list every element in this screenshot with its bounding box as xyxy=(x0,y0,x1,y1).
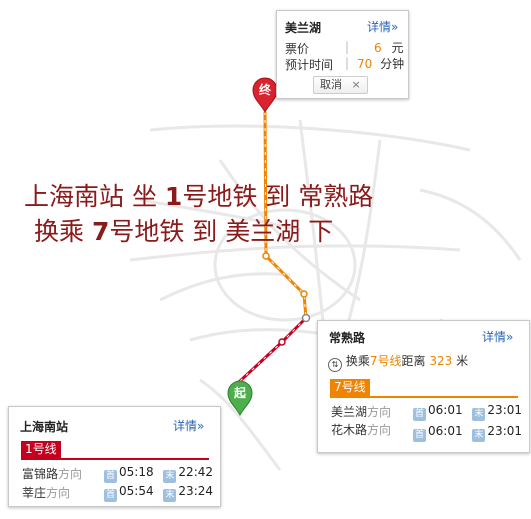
transfer-info-row: ⇅ 换乘7号线距离 323 米 xyxy=(328,352,468,372)
time-row: 预计时间 xyxy=(285,56,333,73)
cancel-button[interactable]: 取消 × xyxy=(313,76,368,94)
transfer-detail-link[interactable]: 详情» xyxy=(482,330,514,344)
first-train-time: 06:01 xyxy=(428,403,463,417)
station-dot[interactable] xyxy=(262,252,270,260)
destination-popup: 美兰湖 详情» 票价 | 6 元 预计时间 | 70 分钟 取消 × xyxy=(276,10,409,99)
map-pin-red-icon xyxy=(252,77,278,114)
time-label: 预计时间 xyxy=(285,58,334,72)
route-line-1 xyxy=(237,316,308,384)
start-marker[interactable]: 起 xyxy=(226,380,254,417)
route-instruction-line-2: 换乘 7号地铁 到 美兰湖 下 xyxy=(34,212,333,248)
line-7-rule xyxy=(330,396,518,398)
end-marker-label: 终 xyxy=(258,83,271,97)
fare-unit: 元 xyxy=(391,41,404,55)
instruction-text: 号地铁 到 常熟路 xyxy=(182,182,374,211)
first-train-time: 05:18 xyxy=(119,465,154,479)
first-train-icon: 首 xyxy=(413,408,426,421)
direction-station: 富锦路 xyxy=(22,467,59,481)
fare-value-row: 6 元 xyxy=(374,39,403,56)
transfer-line: 7号线 xyxy=(369,354,402,368)
line-1-rule xyxy=(21,458,209,460)
time-value-row: 70 分钟 xyxy=(357,55,404,72)
instruction-text: 号地铁 到 美兰湖 下 xyxy=(109,217,334,246)
transfer-station-name: 常熟路 xyxy=(329,331,366,345)
last-train-icon: 末 xyxy=(472,429,486,442)
fare-row: 票价 xyxy=(285,40,309,57)
start-marker-label: 起 xyxy=(233,386,246,400)
destination-detail-link[interactable]: 详情» xyxy=(367,20,399,34)
last-train-icon: 末 xyxy=(163,470,177,483)
fare-label: 票价 xyxy=(285,42,310,56)
instruction-line-number: 1 xyxy=(164,182,183,211)
transfer-station-dot[interactable] xyxy=(301,313,311,323)
first-train-time: 06:01 xyxy=(428,424,463,438)
schedule-row: 富锦路方向 xyxy=(22,465,82,482)
direction-label: 方向 xyxy=(58,467,83,481)
last-train-icon: 末 xyxy=(472,408,486,421)
first-train-time: 05:54 xyxy=(119,484,154,498)
direction-station: 莘庄 xyxy=(22,486,47,500)
last-train-time: 23:01 xyxy=(487,403,523,417)
last-train-time: 23:24 xyxy=(178,484,214,498)
fare-value: 6 xyxy=(374,41,382,55)
route-line-7-dash xyxy=(264,111,307,319)
close-icon: × xyxy=(351,78,361,91)
first-train-icon: 首 xyxy=(104,470,117,483)
first-train-icon: 首 xyxy=(104,489,117,502)
direction-label: 方向 xyxy=(46,486,71,500)
transfer-icon: ⇅ xyxy=(328,358,342,372)
destination-station-name: 美兰湖 xyxy=(285,21,322,35)
line-1-badge: 1号线 xyxy=(21,441,61,458)
origin-detail-link[interactable]: 详情» xyxy=(173,419,205,433)
origin-station-name: 上海南站 xyxy=(20,420,69,434)
time-unit: 分钟 xyxy=(380,57,405,71)
fare-sep: | xyxy=(345,40,350,54)
schedule-row: 美兰湖方向 xyxy=(331,403,391,420)
map-pin-green-icon xyxy=(227,380,253,417)
distance-unit: 米 xyxy=(456,354,469,368)
schedule-row: 莘庄方向 xyxy=(22,484,70,501)
last-train-icon: 末 xyxy=(163,489,177,502)
last-train-time: 23:01 xyxy=(487,424,523,438)
direction-station: 美兰湖 xyxy=(331,405,368,419)
route-instruction-line-1: 上海南站 坐 1号地铁 到 常熟路 xyxy=(24,177,373,213)
instruction-line-number: 7 xyxy=(91,217,110,246)
instruction-text: 上海南站 坐 xyxy=(24,182,165,211)
direction-station: 花木路 xyxy=(331,423,368,437)
transfer-prefix: 换乘 xyxy=(345,354,370,368)
distance-label: 距离 xyxy=(401,354,426,368)
station-dot[interactable] xyxy=(300,290,308,298)
schedule-row: 花木路方向 xyxy=(331,421,391,438)
end-marker[interactable]: 终 xyxy=(251,77,279,114)
last-train-time: 22:42 xyxy=(178,465,214,479)
instruction-text: 换乘 xyxy=(34,217,92,246)
cancel-label: 取消 xyxy=(320,78,342,91)
line-7-badge: 7号线 xyxy=(330,379,370,396)
first-train-icon: 首 xyxy=(413,429,426,442)
direction-label: 方向 xyxy=(367,405,392,419)
direction-label: 方向 xyxy=(367,423,392,437)
distance-value: 323 xyxy=(429,354,453,368)
time-value: 70 xyxy=(357,57,373,71)
time-sep: | xyxy=(345,56,350,70)
station-dot[interactable] xyxy=(278,338,286,346)
